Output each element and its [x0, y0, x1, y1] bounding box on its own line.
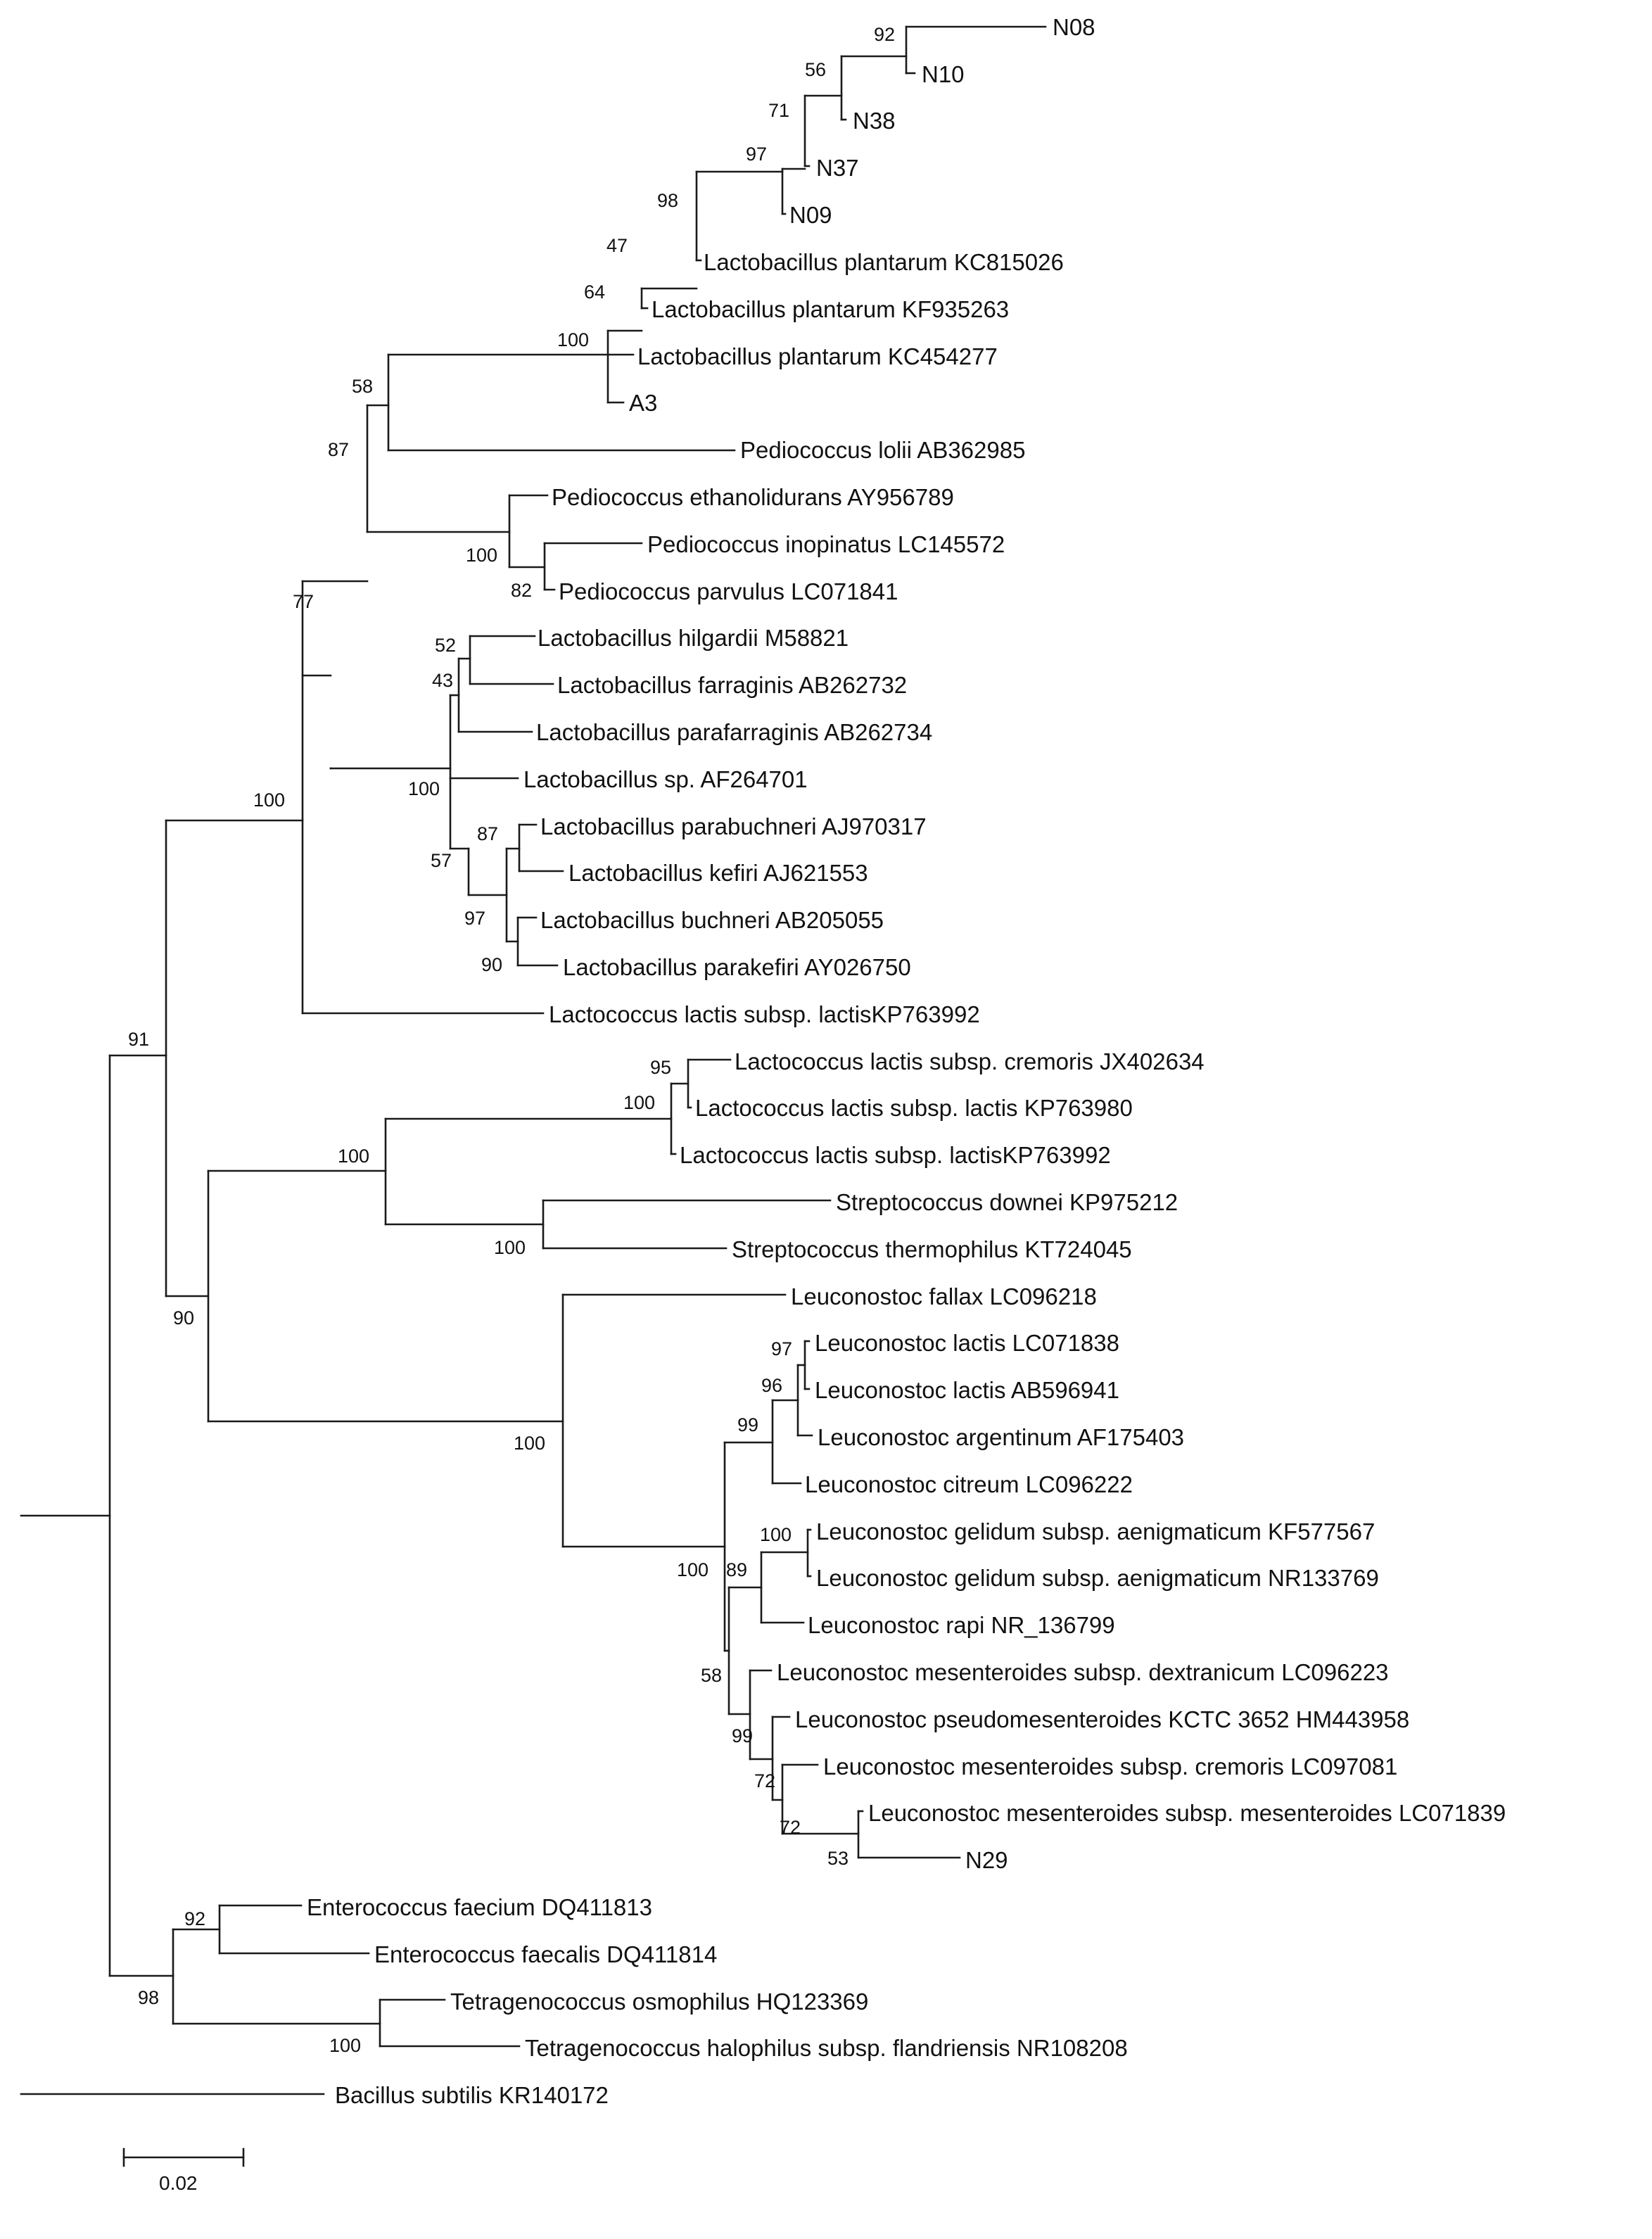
taxon-label-leu-mesenteroides: Leuconostoc mesenteroides subsp. mesente… — [868, 1800, 1506, 1826]
taxon-label-l-parabuchneri: Lactobacillus parabuchneri AJ970317 — [540, 813, 927, 839]
bootstrap-value: 100 — [408, 778, 440, 799]
bootstrap-value: 98 — [138, 1987, 159, 2008]
bootstrap-value: 57 — [431, 850, 452, 871]
taxon-label-p-lolii: Pediococcus lolii AB362985 — [740, 437, 1025, 463]
bootstrap-value: 89 — [726, 1559, 747, 1580]
bootstrap-value: 100 — [338, 1146, 369, 1167]
scale-bar: 0.02 — [122, 2148, 245, 2194]
tree-branches — [20, 25, 1047, 2095]
taxon-label-s-thermophilus: Streptococcus thermophilus KT724045 — [732, 1236, 1132, 1262]
bootstrap-value: 64 — [584, 281, 605, 303]
taxon-label-n08: N08 — [1053, 14, 1095, 40]
taxon-label-l-sp: Lactobacillus sp. AF264701 — [523, 766, 808, 792]
taxon-label-leu-argentinum: Leuconostoc argentinum AF175403 — [818, 1424, 1184, 1450]
bootstrap-value: 87 — [328, 439, 349, 460]
scale-bar-label: 0.02 — [159, 2172, 198, 2194]
taxon-label-a3: A3 — [629, 390, 657, 416]
bootstrap-value: 77 — [293, 591, 314, 612]
taxon-label-b-subtilis: Bacillus subtilis KR140172 — [335, 2082, 609, 2108]
bootstrap-value: 97 — [771, 1338, 792, 1359]
taxon-label-leu-lactis-ab596941: Leuconostoc lactis AB596941 — [815, 1377, 1119, 1403]
taxon-label-l-parakefiri: Lactobacillus parakefiri AY026750 — [563, 954, 911, 980]
taxon-label-leu-cremoris: Leuconostoc mesenteroides subsp. cremori… — [823, 1753, 1397, 1780]
taxon-label-l-farraginis: Lactobacillus farraginis AB262732 — [557, 672, 907, 698]
taxon-label-n38: N38 — [853, 108, 896, 134]
taxon-label-n10: N10 — [922, 61, 965, 87]
taxon-label-n37: N37 — [816, 155, 859, 181]
bootstrap-value: 91 — [128, 1029, 149, 1050]
bootstrap-value: 92 — [874, 24, 895, 45]
taxon-label-l-buchneri: Lactobacillus buchneri AB205055 — [540, 907, 884, 933]
taxon-label-leu-gelidum-kf577567: Leuconostoc gelidum subsp. aenigmaticum … — [816, 1518, 1375, 1545]
bootstrap-value: 56 — [805, 59, 826, 80]
bootstrap-value: 58 — [352, 376, 373, 397]
bootstrap-value: 72 — [780, 1817, 801, 1838]
bootstrap-value: 98 — [657, 190, 678, 211]
taxon-label-leu-citreum: Leuconostoc citreum LC096222 — [805, 1471, 1133, 1497]
taxon-label-p-ethanolidurans: Pediococcus ethanolidurans AY956789 — [552, 484, 954, 510]
taxon-label-l-plantarum-kc815026: Lactobacillus plantarum KC815026 — [704, 249, 1064, 275]
taxon-label-lc-lactis-kp763992-a: Lactococcus lactis subsp. lactisKP763992 — [549, 1001, 980, 1027]
bootstrap-labels: 92 56 71 97 98 47 64 100 58 87 100 82 77… — [128, 24, 895, 2056]
bootstrap-value: 52 — [435, 635, 456, 656]
taxon-label-leu-lactis-lc071838: Leuconostoc lactis LC071838 — [815, 1330, 1119, 1356]
bootstrap-value: 95 — [650, 1057, 671, 1078]
taxon-label-e-faecium: Enterococcus faecium DQ411813 — [307, 1894, 652, 1920]
taxon-label-lc-lactis-kp763992-b: Lactococcus lactis subsp. lactisKP763992 — [680, 1142, 1111, 1168]
bootstrap-value: 90 — [481, 954, 502, 975]
bootstrap-value: 100 — [514, 1433, 545, 1454]
bootstrap-value: 97 — [464, 908, 485, 929]
taxon-label-e-faecalis: Enterococcus faecalis DQ411814 — [374, 1941, 717, 1967]
taxon-label-t-halophilus: Tetragenococcus halophilus subsp. flandr… — [525, 2035, 1128, 2061]
taxon-label-p-parvulus: Pediococcus parvulus LC071841 — [559, 578, 898, 604]
taxon-label-s-downei: Streptococcus downei KP975212 — [836, 1189, 1178, 1215]
taxon-label-p-inopinatus: Pediococcus inopinatus LC145572 — [647, 531, 1005, 557]
bootstrap-value: 82 — [511, 580, 532, 601]
bootstrap-value: 99 — [732, 1725, 753, 1746]
bootstrap-value: 100 — [466, 545, 497, 566]
taxon-label-n29: N29 — [965, 1847, 1008, 1873]
bootstrap-value: 100 — [253, 789, 285, 811]
taxon-label-n09: N09 — [789, 202, 832, 228]
bootstrap-value: 47 — [606, 235, 628, 256]
taxon-label-l-plantarum-kf935263: Lactobacillus plantarum KF935263 — [652, 296, 1009, 322]
taxon-label-leu-gelidum-nr133769: Leuconostoc gelidum subsp. aenigmaticum … — [816, 1565, 1379, 1591]
taxon-label-t-osmophilus: Tetragenococcus osmophilus HQ123369 — [450, 1989, 868, 2015]
taxon-label-leu-fallax: Leuconostoc fallax LC096218 — [791, 1283, 1097, 1309]
bootstrap-value: 100 — [760, 1524, 792, 1545]
bootstrap-value: 53 — [827, 1848, 849, 1869]
bootstrap-value: 90 — [173, 1307, 194, 1328]
bootstrap-value: 96 — [761, 1375, 782, 1396]
taxon-label-l-plantarum-kc454277: Lactobacillus plantarum KC454277 — [637, 343, 998, 369]
taxon-label-leu-rapi: Leuconostoc rapi NR_136799 — [808, 1612, 1115, 1638]
bootstrap-value: 100 — [677, 1559, 709, 1580]
bootstrap-value: 87 — [477, 823, 498, 844]
bootstrap-value: 100 — [557, 329, 589, 350]
taxon-label-lc-lactis-kp763980: Lactococcus lactis subsp. lactis KP76398… — [695, 1095, 1133, 1121]
taxon-label-l-parafarraginis: Lactobacillus parafarraginis AB262734 — [536, 719, 932, 745]
bootstrap-value: 92 — [184, 1908, 205, 1929]
bootstrap-value: 100 — [329, 2035, 361, 2056]
bootstrap-value: 99 — [737, 1414, 758, 1435]
taxon-label-leu-dextranicum: Leuconostoc mesenteroides subsp. dextran… — [777, 1659, 1389, 1685]
bootstrap-value: 97 — [746, 144, 767, 165]
taxon-label-lc-cremoris: Lactococcus lactis subsp. cremoris JX402… — [735, 1048, 1205, 1074]
bootstrap-value: 100 — [494, 1237, 526, 1258]
bootstrap-value: 71 — [768, 100, 789, 121]
bootstrap-value: 100 — [623, 1092, 655, 1113]
taxon-label-leu-pseudomesenteroides: Leuconostoc pseudomesenteroides KCTC 365… — [795, 1706, 1409, 1732]
taxon-labels: N08 N10 N38 N37 N09 Lactobacillus planta… — [307, 14, 1506, 2108]
bootstrap-value: 43 — [432, 670, 453, 691]
bootstrap-value: 58 — [701, 1665, 722, 1686]
taxon-label-l-hilgardii: Lactobacillus hilgardii M58821 — [538, 625, 849, 651]
taxon-label-l-kefiri: Lactobacillus kefiri AJ621553 — [568, 860, 868, 886]
bootstrap-value: 72 — [754, 1770, 775, 1791]
